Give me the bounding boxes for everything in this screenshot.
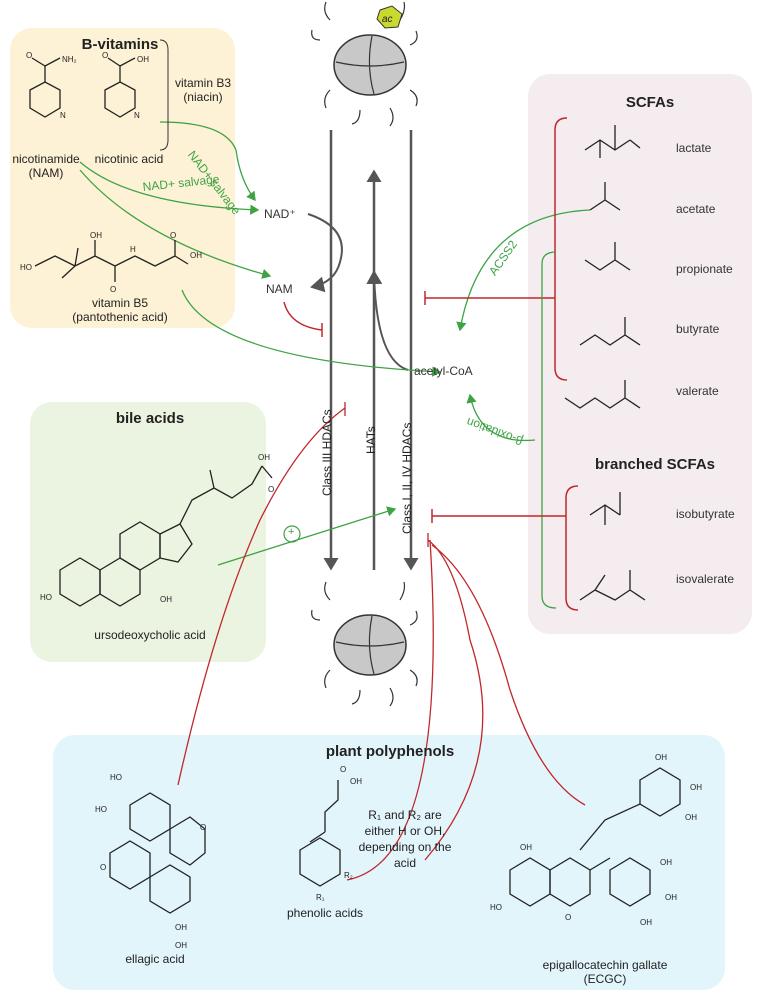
r-note-line4: acid xyxy=(393,856,416,870)
vitamin-b3-label: vitamin B3 xyxy=(174,76,232,90)
vitamin-b5-label: vitamin B5 xyxy=(91,296,149,310)
svg-text:O: O xyxy=(200,823,206,832)
svg-text:H: H xyxy=(130,245,136,254)
svg-text:OH: OH xyxy=(350,777,362,786)
bvitamins-panel xyxy=(10,28,235,328)
scfa-item-lactate: lactate xyxy=(676,141,712,155)
pantothenic-acid-structure xyxy=(34,240,189,282)
vitamin-b5-alt: (pantothenic acid) xyxy=(72,310,168,324)
phenolic-label: phenolic acids xyxy=(286,906,364,920)
svg-text:OH: OH xyxy=(175,923,187,932)
svg-text:N: N xyxy=(134,111,140,120)
svg-text:N: N xyxy=(60,111,66,120)
r-note-line1: R₁ and R₂ are xyxy=(368,808,442,822)
hats-label: HATs xyxy=(364,426,378,454)
svg-text:HO: HO xyxy=(20,263,32,272)
nad-plus-label: NAD⁺ xyxy=(264,207,296,221)
ecgc-structure xyxy=(509,767,681,907)
svg-text:OH: OH xyxy=(258,453,270,462)
ellagic-label: ellagic acid xyxy=(125,952,185,966)
nicotinamide-label: nicotinamide xyxy=(12,152,80,166)
svg-text:OH: OH xyxy=(190,251,202,260)
scfa-item-propionate: propionate xyxy=(676,262,733,276)
ecgc-abbr: (ECGC) xyxy=(583,972,627,986)
branched-scfa-title: branched SCFAs xyxy=(594,456,716,473)
scfa-item-isobutyrate: isobutyrate xyxy=(676,507,735,521)
ecgc-label: epigallocatechin gallate xyxy=(542,958,668,972)
nam-label: NAM xyxy=(266,282,293,296)
ursodeoxycholic-acid-structure xyxy=(59,465,273,607)
scfa-item-valerate: valerate xyxy=(676,384,719,398)
scfa-structures xyxy=(564,125,646,601)
svg-text:OH: OH xyxy=(175,941,187,950)
svg-text:O: O xyxy=(565,913,571,922)
svg-text:O: O xyxy=(268,485,274,494)
svg-text:OH: OH xyxy=(685,813,697,822)
class3-hdacs-label: Class III HDACs xyxy=(320,409,334,496)
svg-text:R₂: R₂ xyxy=(344,871,353,880)
svg-text:O: O xyxy=(26,51,32,60)
polyphenols-panel xyxy=(53,735,725,990)
svg-text:R₁: R₁ xyxy=(316,893,325,902)
bile-compound-label: ursodeoxycholic acid xyxy=(94,628,206,642)
svg-text:O: O xyxy=(100,863,106,872)
svg-text:OH: OH xyxy=(690,783,702,792)
r-note-line3: depending on the xyxy=(358,840,452,854)
svg-text:HO: HO xyxy=(40,593,52,602)
svg-text:OH: OH xyxy=(660,858,672,867)
bile-panel xyxy=(30,402,266,662)
activation-plus: + xyxy=(288,526,295,538)
svg-text:O: O xyxy=(340,765,346,774)
bvitamins-title: B-vitamins xyxy=(81,36,159,53)
polyphenols-title: plant polyphenols xyxy=(325,743,455,760)
svg-text:HO: HO xyxy=(110,773,122,782)
nicotinamide-abbr: (NAM) xyxy=(28,166,64,180)
r-note-line2: either H or OH, xyxy=(364,824,446,838)
svg-text:OH: OH xyxy=(137,55,149,64)
svg-text:O: O xyxy=(170,231,176,240)
svg-text:OH: OH xyxy=(160,595,172,604)
acetyl-mark: ac xyxy=(382,14,393,25)
bile-title: bile acids xyxy=(115,410,185,427)
svg-text:OH: OH xyxy=(520,843,532,852)
nicotinic-acid-label: nicotinic acid xyxy=(94,152,164,166)
nucleosome-top-icon xyxy=(311,1,418,127)
nucleosome-bottom-icon xyxy=(311,581,418,707)
svg-text:OH: OH xyxy=(665,893,677,902)
scfa-item-butyrate: butyrate xyxy=(676,322,720,336)
svg-text:HO: HO xyxy=(490,903,502,912)
svg-text:O: O xyxy=(102,51,108,60)
svg-text:OH: OH xyxy=(90,231,102,240)
nicotinamide-structure xyxy=(29,57,61,118)
acetyl-coa-label: acetyl-CoA xyxy=(414,364,473,378)
svg-text:OH: OH xyxy=(640,918,652,927)
svg-text:HO: HO xyxy=(95,805,107,814)
svg-text:NH₂: NH₂ xyxy=(62,55,77,64)
svg-text:O: O xyxy=(110,285,116,294)
vitamin-b3-alt: (niacin) xyxy=(183,90,223,104)
class124-hdacs-label: Class I, II, IV HDACs xyxy=(400,422,414,534)
scfa-item-isovalerate: isovalerate xyxy=(676,572,735,586)
nicotinic-acid-structure xyxy=(104,57,136,118)
scfa-item-acetate: acetate xyxy=(676,202,716,216)
phenolic-acid-structure xyxy=(299,780,341,887)
svg-text:OH: OH xyxy=(655,753,667,762)
ellagic-acid-structure xyxy=(109,792,206,914)
scfa-title: SCFAs xyxy=(625,94,675,111)
